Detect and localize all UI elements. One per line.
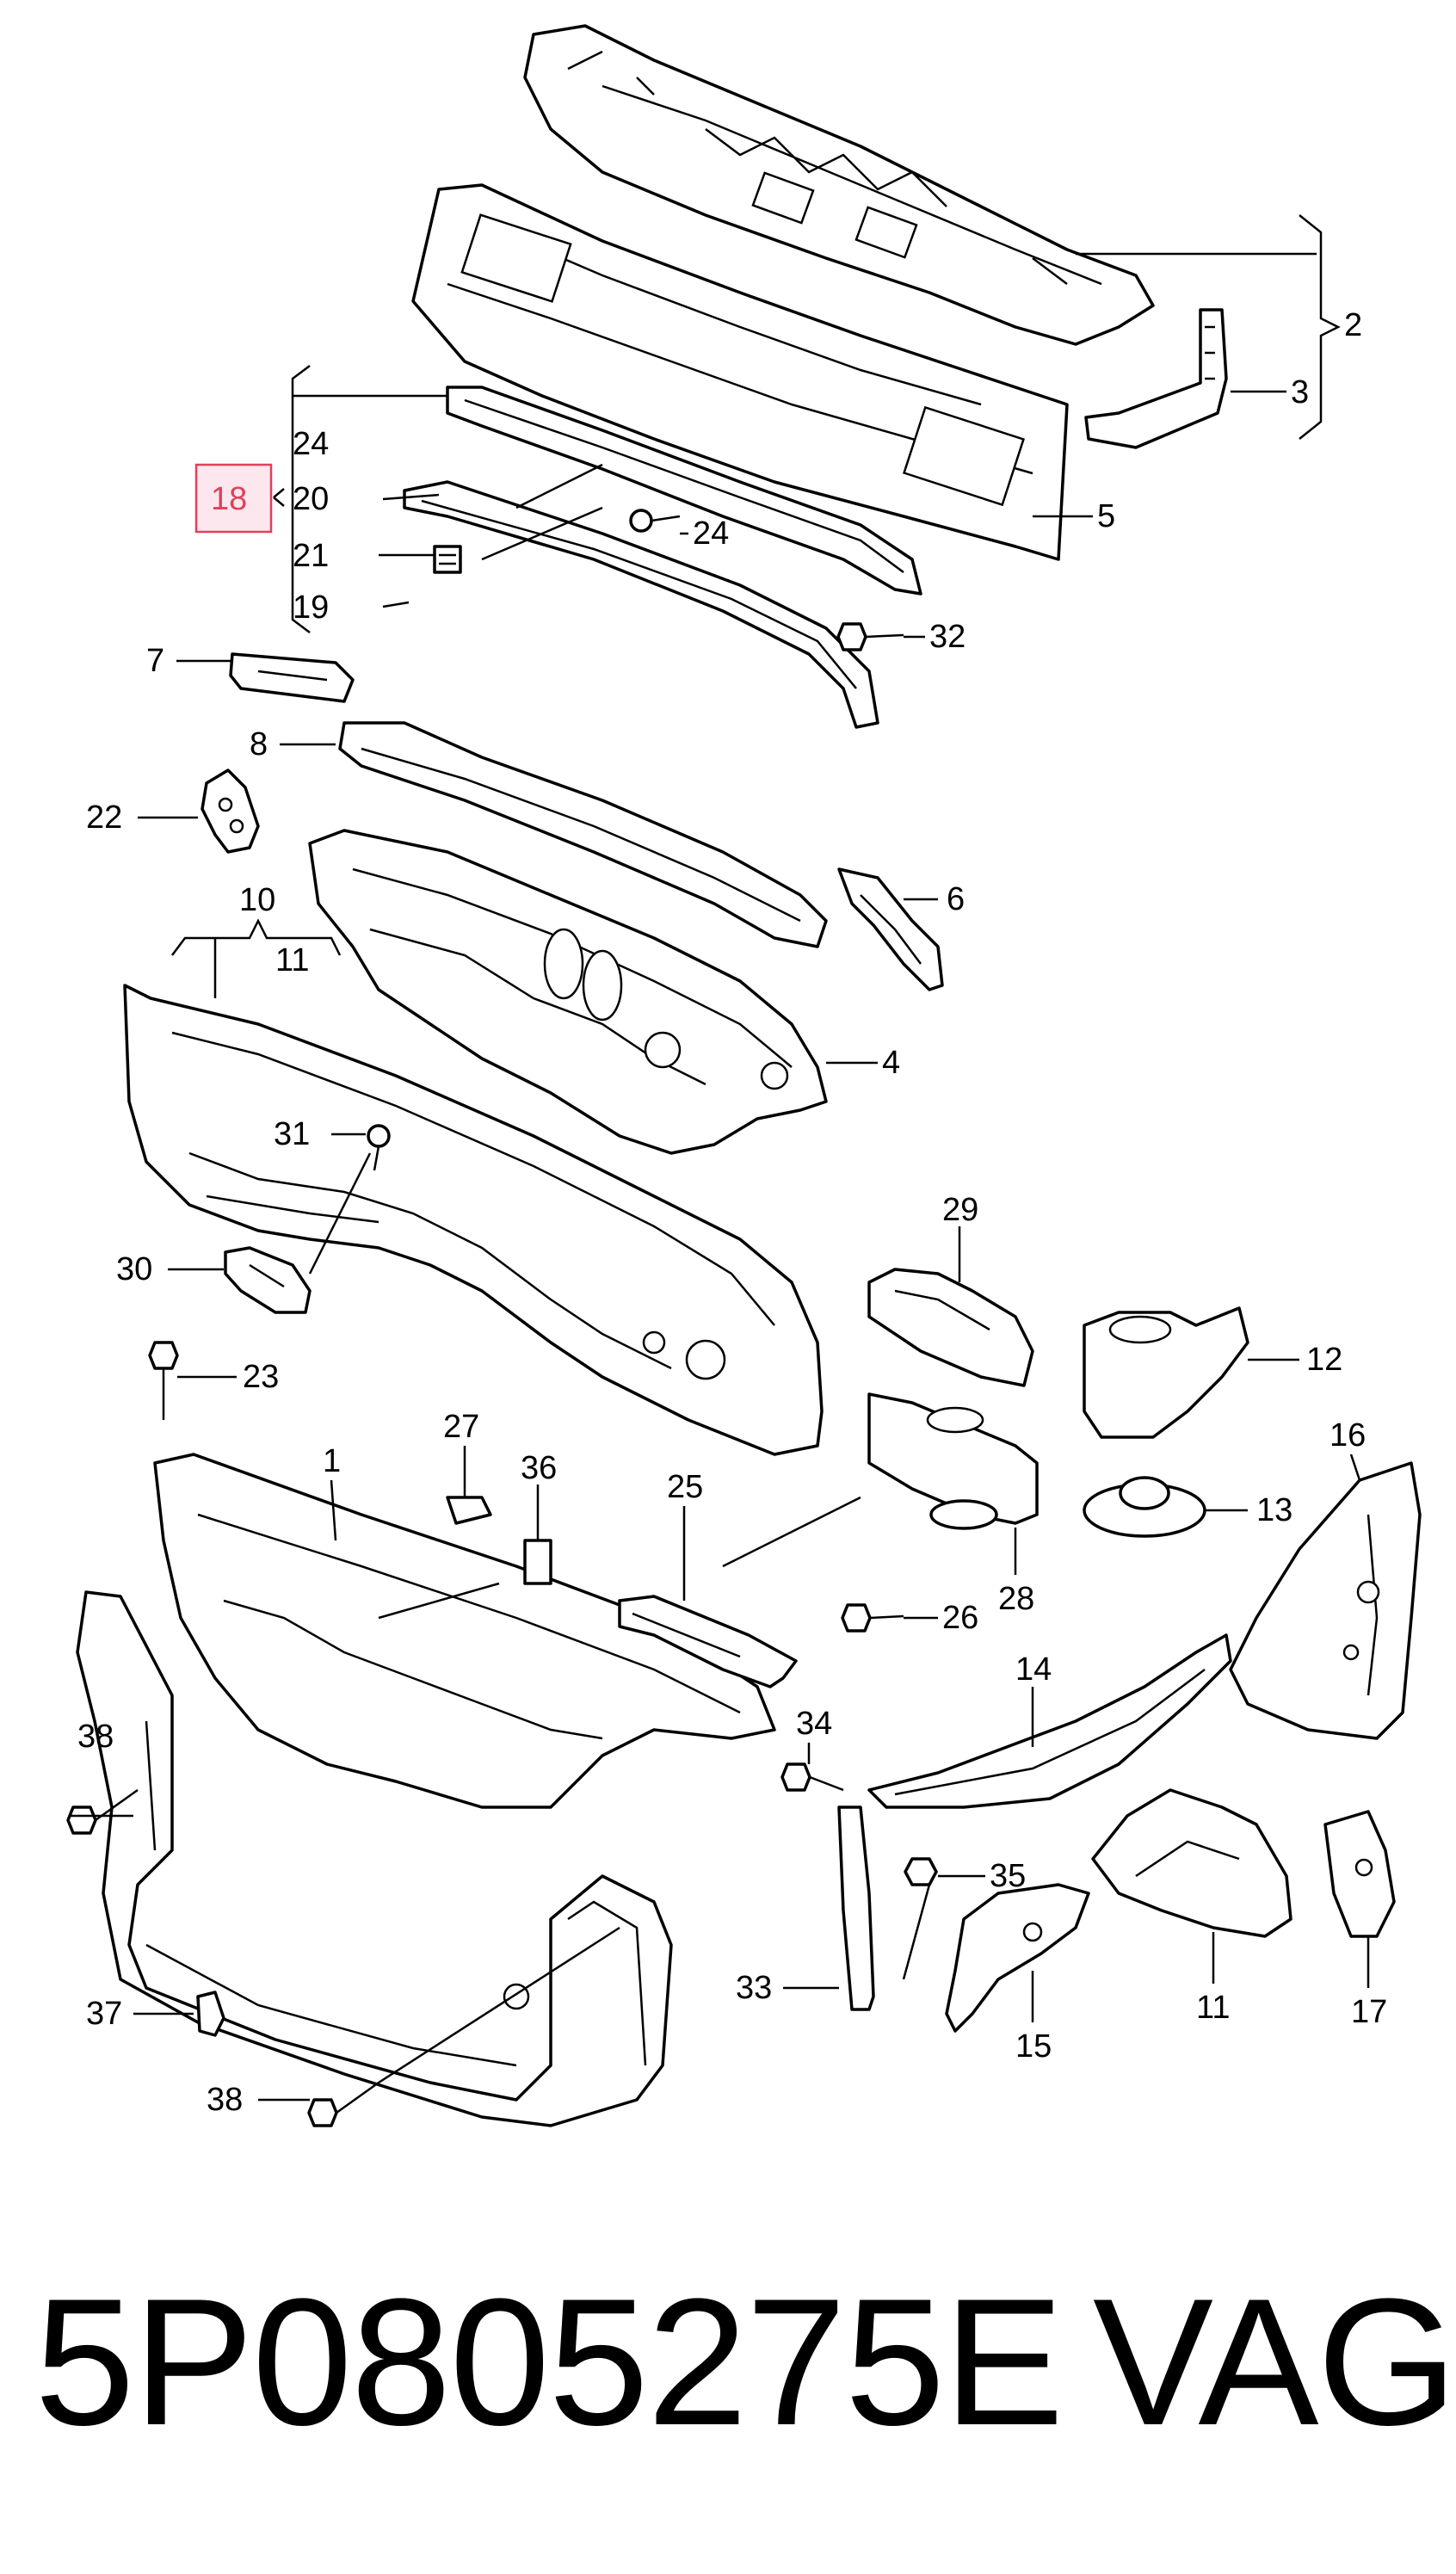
label-2: 2	[1344, 307, 1362, 343]
label-24b: 24	[693, 515, 729, 552]
part-14-rail	[867, 1633, 1232, 1809]
label-16: 16	[1330, 1417, 1366, 1454]
label-38b: 38	[207, 2082, 243, 2118]
part-7-cover	[229, 652, 355, 703]
part-13-mount	[1083, 1476, 1206, 1538]
label-10: 10	[239, 882, 275, 918]
leader-lines	[69, 214, 1370, 2102]
part-1-frame	[76, 1590, 673, 2127]
label-1: 1	[323, 1443, 341, 1479]
label-35: 35	[990, 1858, 1026, 1894]
label-26: 26	[942, 1600, 978, 1636]
part-20-seal-strip	[446, 386, 922, 596]
label-22: 22	[86, 799, 122, 836]
label-8: 8	[250, 726, 268, 762]
label-23: 23	[243, 1359, 279, 1395]
part-2-plenum-cover	[523, 24, 1155, 346]
label-34: 34	[796, 1706, 832, 1742]
label-20: 20	[293, 481, 329, 517]
label-13: 13	[1256, 1492, 1293, 1528]
fastener-screws	[66, 509, 904, 2127]
part-25-duct	[618, 1595, 798, 1688]
part-22-bracket	[201, 768, 260, 854]
label-18: 18	[211, 481, 247, 517]
label-38a: 38	[77, 1719, 114, 1755]
part-11-wheel-arch	[1091, 1788, 1293, 1938]
footer: 5P0805275E VAG	[0, 2272, 1456, 2478]
part-17-bracket	[1323, 1810, 1396, 1938]
label-5: 5	[1097, 498, 1115, 534]
label-3: 3	[1291, 374, 1309, 410]
part-4-bulkhead	[308, 829, 828, 1155]
part-16-panel	[1229, 1461, 1422, 1740]
label-30: 30	[116, 1251, 152, 1287]
part-33-strip	[837, 1806, 875, 2011]
label-11b: 11	[1196, 1990, 1230, 2026]
label-21: 21	[293, 538, 329, 574]
part-12-dome	[1083, 1306, 1249, 1439]
part-21-clip	[433, 545, 462, 574]
label-33: 33	[736, 1970, 772, 2006]
label-25: 25	[667, 1469, 703, 1505]
part-15-bracket	[945, 1883, 1090, 2033]
label-29: 29	[942, 1192, 978, 1228]
part-30-bracket	[224, 1246, 312, 1314]
label-36: 36	[521, 1450, 557, 1486]
label-14: 14	[1015, 1651, 1052, 1688]
label-15: 15	[1015, 2028, 1052, 2065]
part-8-strip	[338, 721, 828, 948]
part-10-insulation	[123, 984, 824, 1456]
label-37: 37	[86, 1996, 122, 2032]
part-5-cowl-panel	[411, 183, 1069, 561]
highlight-box-18	[194, 463, 273, 534]
part-6-bracket	[837, 867, 944, 991]
part-19-seal-strip	[403, 480, 879, 729]
part-number: 5P0805275E	[34, 2261, 1064, 2463]
label-7: 7	[146, 643, 164, 679]
label-12: 12	[1306, 1342, 1342, 1378]
part-29-duct	[867, 1268, 1034, 1387]
label-6: 6	[947, 881, 965, 917]
label-31: 31	[274, 1116, 310, 1152]
part-35-nut	[904, 1857, 938, 1886]
label-17: 17	[1351, 1994, 1387, 2030]
label-11a: 11	[275, 942, 309, 978]
callout-labels: 2 3 5 24 18 20 21 19 24 32 7 8 22 6 10 1…	[77, 307, 1387, 2118]
label-27: 27	[443, 1409, 479, 1445]
part-28-housing	[867, 1392, 1039, 1530]
brand-name: VAG	[1093, 2261, 1456, 2463]
part-31-screw	[367, 1124, 391, 1171]
label-4: 4	[882, 1045, 900, 1081]
label-19: 19	[293, 589, 329, 626]
label-24a: 24	[293, 426, 329, 462]
part-1-lock-carrier	[153, 1453, 776, 1809]
part-3-bracket	[1084, 308, 1228, 449]
label-28: 28	[998, 1581, 1034, 1617]
label-32: 32	[929, 619, 966, 655]
